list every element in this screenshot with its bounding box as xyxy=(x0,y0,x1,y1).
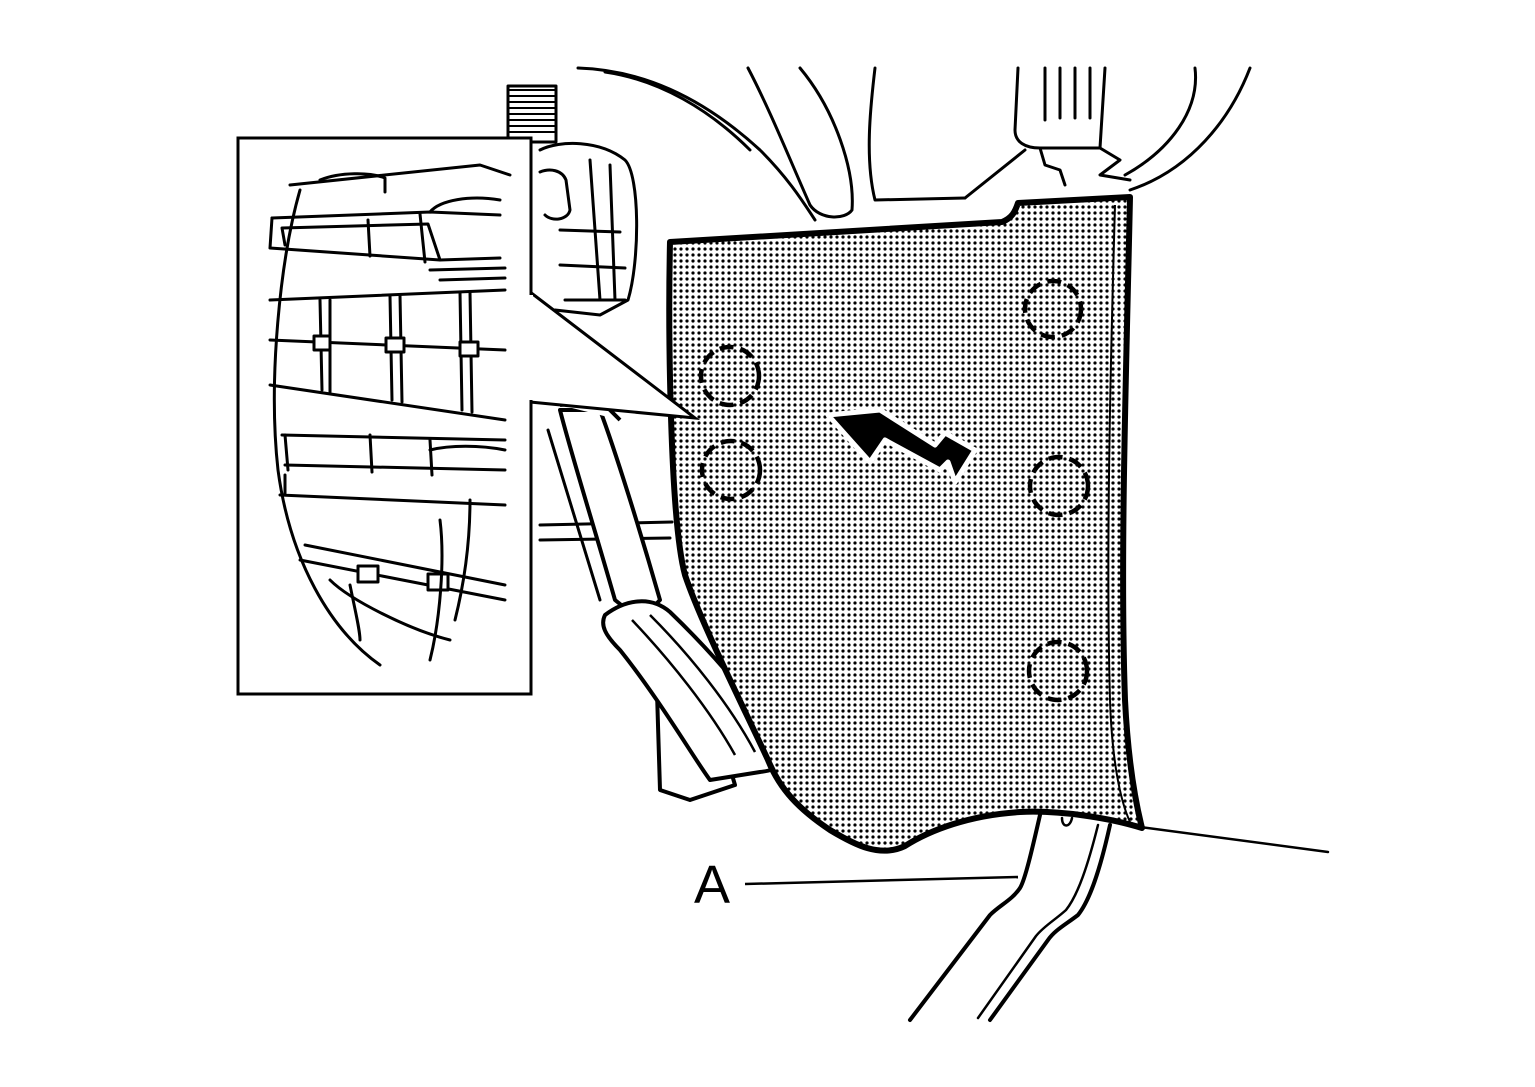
clip-location-middle-right xyxy=(1027,454,1091,518)
vehicle-interior-structure xyxy=(506,66,1252,602)
inset-clip-detail xyxy=(268,163,512,667)
floor-structure xyxy=(908,813,1330,1022)
clip-location-upper-left xyxy=(698,344,762,408)
clip-location-icon xyxy=(698,278,1091,703)
detail-inset xyxy=(236,136,701,696)
clip-location-middle-left xyxy=(699,438,763,502)
callout-leader-a xyxy=(744,875,1019,886)
direction-arrow-icon xyxy=(825,407,978,485)
clip-location-lower-right xyxy=(1026,639,1090,703)
trim-panel xyxy=(666,194,1145,854)
accelerator-pedal xyxy=(558,398,787,802)
clip-location-upper-right xyxy=(1022,278,1084,340)
callout-label-a: A xyxy=(694,855,731,915)
